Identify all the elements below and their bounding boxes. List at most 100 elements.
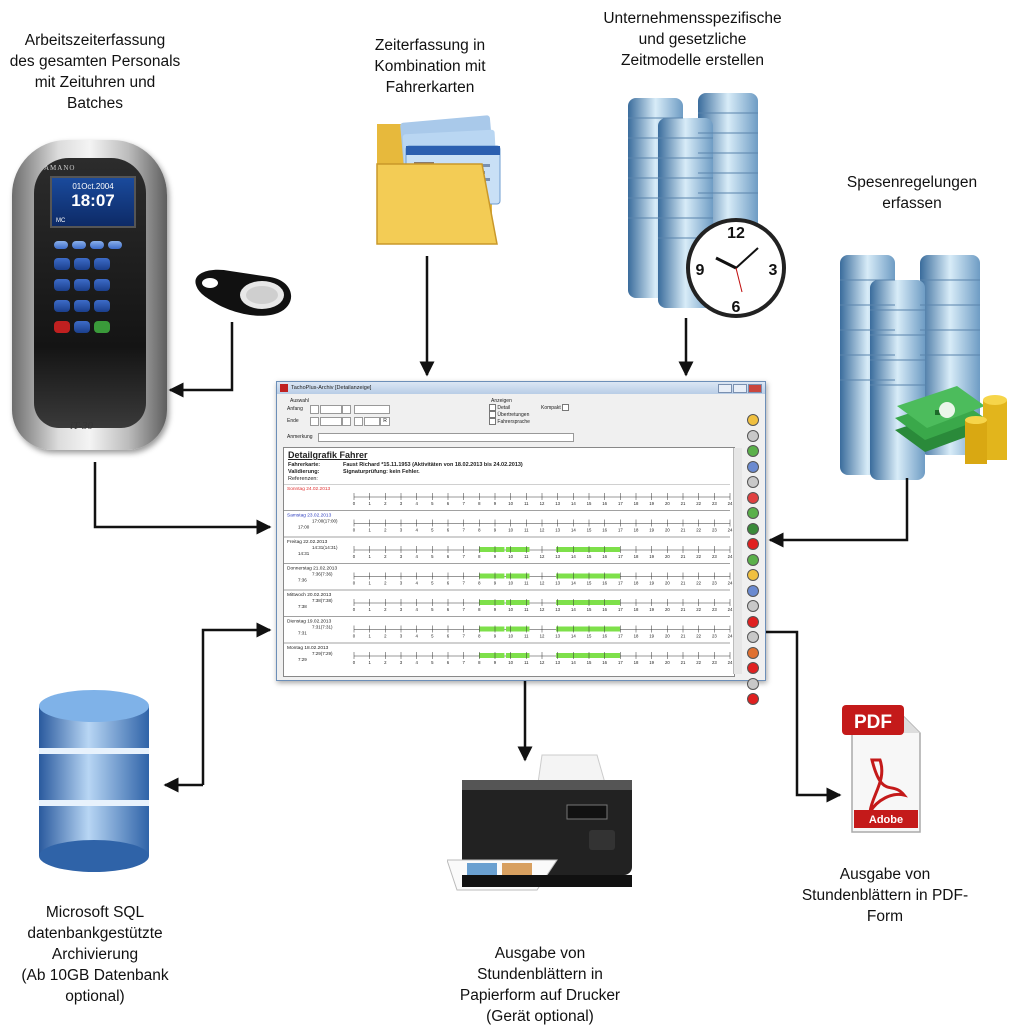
terminal-front: AMANO 01Oct.2004 18:07 MC [34,158,146,428]
fahrersprache-checkbox[interactable]: Fahrersprache [489,418,530,425]
ende-date-input[interactable] [364,417,380,426]
hour-label: 8 [478,634,481,639]
time-clock-terminal: AMANO 01Oct.2004 18:07 MC iT-30 [12,140,167,450]
toolbar-button-1[interactable] [747,414,759,426]
ende-input[interactable] [320,417,342,426]
hour-label: 22 [696,581,701,586]
hour-label: 23 [712,501,717,506]
hour-label: 14 [571,501,576,506]
terminal-keypad [52,238,132,340]
hour-label: 5 [431,528,434,533]
hour-label: 1 [368,528,371,533]
hour-label: 19 [649,554,654,559]
hour-label: 0 [353,554,356,559]
uebertretungen-checkbox[interactable]: Übertretungen [489,411,529,418]
hour-label: 23 [712,607,717,612]
activity-bar [479,626,505,632]
day-duration: 14:31(14:31) [312,545,338,550]
toolbar-button-7[interactable] [747,507,759,519]
hour-label: 16 [602,634,607,639]
rfid-keyfob-icon [195,269,292,316]
hour-label: 22 [696,501,701,506]
toolbar-button-8[interactable] [747,522,759,535]
hour-label: 13 [555,581,560,586]
minimize-button[interactable] [718,384,732,393]
toolbar-button-12[interactable] [747,584,759,597]
toolbar-button-11[interactable] [747,569,759,581]
activity-bar [556,626,621,632]
hour-label: 4 [415,581,418,586]
toolbar-button-9[interactable] [747,538,759,550]
hour-label: 22 [696,554,701,559]
hour-label: 15 [587,528,592,533]
detail-meta: Fahrerkarte:Faust Richard *15.11.1953 (A… [288,462,523,483]
toolbar-button-4[interactable] [747,460,759,473]
close-button[interactable] [748,384,762,393]
caption-sql: Microsoft SQL datenbankgestützte Archivi… [21,904,169,1005]
day-label: Donnerstag 21.02.2013 [287,566,337,572]
toolbar-button-13[interactable] [747,600,759,612]
hour-label: 24 [728,554,733,559]
anfang-input[interactable] [320,405,342,414]
toolbar-button-3[interactable] [747,445,759,457]
activity-bar [505,573,530,579]
toolbar-button-5[interactable] [747,476,759,488]
hour-label: 12 [540,607,545,612]
window-titlebar: TachoPlus-Archiv [Detailanzeige] [277,382,765,394]
toolbar-sidebar [747,412,761,709]
referenzen-label: Referenzen: [288,476,318,482]
ende-dropdown[interactable] [354,417,363,426]
anfang-date-input[interactable] [354,405,390,414]
hour-label: 4 [415,528,418,533]
day-duration: 7:29(7:29) [312,651,333,656]
hour-label: 17 [618,554,623,559]
detail-scrollbar[interactable] [733,448,742,674]
toolbar-button-17[interactable] [747,662,759,674]
window-controls [717,384,762,398]
anfang-prev-button[interactable] [310,405,319,414]
toolbar-button-10[interactable] [747,553,759,566]
toolbar-button-6[interactable] [747,491,759,504]
hour-label: 24 [728,660,733,665]
toolbar-button-2[interactable] [747,429,759,442]
hour-label: 24 [728,581,733,586]
toolbar-button-15[interactable] [747,631,759,643]
clock-numeral-3: 3 [769,262,778,279]
day-duration: 7:38(7:38) [312,598,333,603]
hour-label: 9 [494,528,497,533]
auswahl-label: Auswahl [290,398,309,404]
terminal-screen: 01Oct.2004 18:07 MC [50,176,136,228]
hour-label: 13 [555,660,560,665]
hour-label: 2 [384,581,387,586]
hour-label: 9 [494,554,497,559]
detail-checkbox[interactable]: Detail [489,404,510,411]
day-duration: 7:36(7:36) [312,572,333,577]
anfang-next-button[interactable] [342,405,351,414]
hour-label: 6 [447,634,450,639]
hour-label: 9 [494,634,497,639]
hour-label: 17 [618,528,623,533]
hour-label: 1 [368,554,371,559]
hour-label: 18 [634,634,639,639]
hour-label: 6 [447,660,450,665]
hour-label: 3 [400,528,403,533]
toolbar-button-16[interactable] [747,646,759,659]
hour-label: 24 [728,607,733,612]
hour-label: 8 [478,554,481,559]
hour-label: 19 [649,607,654,612]
ende-next-button[interactable] [342,417,351,426]
day-total: 7:38 [298,604,307,609]
hour-label: 14 [571,660,576,665]
hour-label: 7 [462,501,465,506]
toolbar-button-14[interactable] [747,615,759,628]
anmerkung-select[interactable] [318,433,574,442]
hour-label: 4 [415,660,418,665]
terminal-date: 01Oct.2004 [72,182,114,191]
toolbar-button-18[interactable] [747,677,759,690]
ende-prev-button[interactable] [310,417,319,426]
toolbar-button-19[interactable] [747,693,759,705]
kompakt-checkbox[interactable]: Kompakt [541,404,570,411]
maximize-button[interactable] [733,384,747,393]
r-button[interactable]: R [380,417,390,426]
